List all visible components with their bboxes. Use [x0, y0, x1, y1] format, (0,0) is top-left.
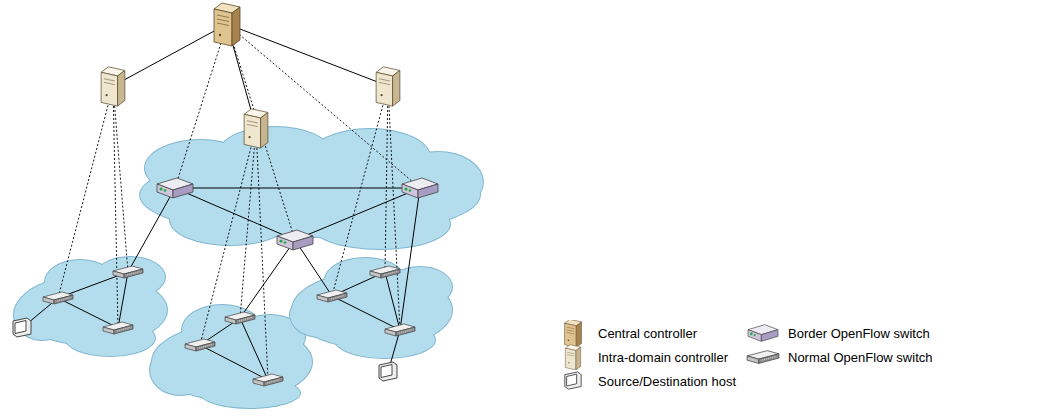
legend-item: Border OpenFlow switch [746, 320, 930, 346]
legend-icon [746, 344, 780, 370]
legend-icon-shape [565, 372, 581, 389]
domain-cloud [149, 304, 313, 409]
normal-switch-icon [43, 292, 73, 304]
legend-icon-shape [748, 325, 778, 342]
backbone-cloud [139, 126, 484, 250]
link-lines [22, 24, 420, 380]
legend-label: Normal OpenFlow switch [788, 350, 933, 365]
normal-switch-icon [103, 322, 133, 334]
legend-icon-shape [747, 351, 779, 364]
normal-switch-icon [113, 266, 143, 278]
normal-switch-icon [185, 339, 215, 351]
domain-cloud [13, 256, 168, 357]
normal-switch-icon [385, 324, 415, 336]
legend-label: Intra-domain controller [598, 350, 728, 365]
host-icon [379, 362, 397, 381]
legend-icon [556, 344, 590, 370]
legend-item: Normal OpenFlow switch [746, 344, 933, 370]
domain-cloud [289, 257, 453, 359]
border-switch-icon [157, 178, 193, 198]
control-lines [58, 24, 420, 380]
normal-switch-icon [317, 290, 347, 302]
border-switch-icon [277, 230, 313, 250]
normal-switch-icon [253, 374, 283, 386]
central-controller-icon [214, 3, 240, 46]
legend-label: Border OpenFlow switch [788, 326, 930, 341]
normal-switch-icon [370, 266, 400, 278]
host-icon [13, 318, 31, 337]
intra-controller-icon [376, 67, 400, 106]
normal-switch-icon [225, 312, 255, 324]
legend-item: Central controller [556, 320, 697, 346]
border-switch-icon [402, 178, 438, 198]
legend-icon [746, 320, 780, 346]
legend-icon [556, 320, 590, 346]
legend-icon-shape [565, 345, 580, 370]
intra-controller-icon [244, 109, 268, 148]
legend-icon [556, 368, 590, 394]
intra-controller-icon [101, 67, 125, 106]
legend-item: Intra-domain controller [556, 344, 728, 370]
legend-icon-shape [565, 320, 582, 346]
legend-label: Source/Destination host [598, 374, 736, 389]
legend-item: Source/Destination host [556, 368, 736, 394]
legend-label: Central controller [598, 326, 697, 341]
